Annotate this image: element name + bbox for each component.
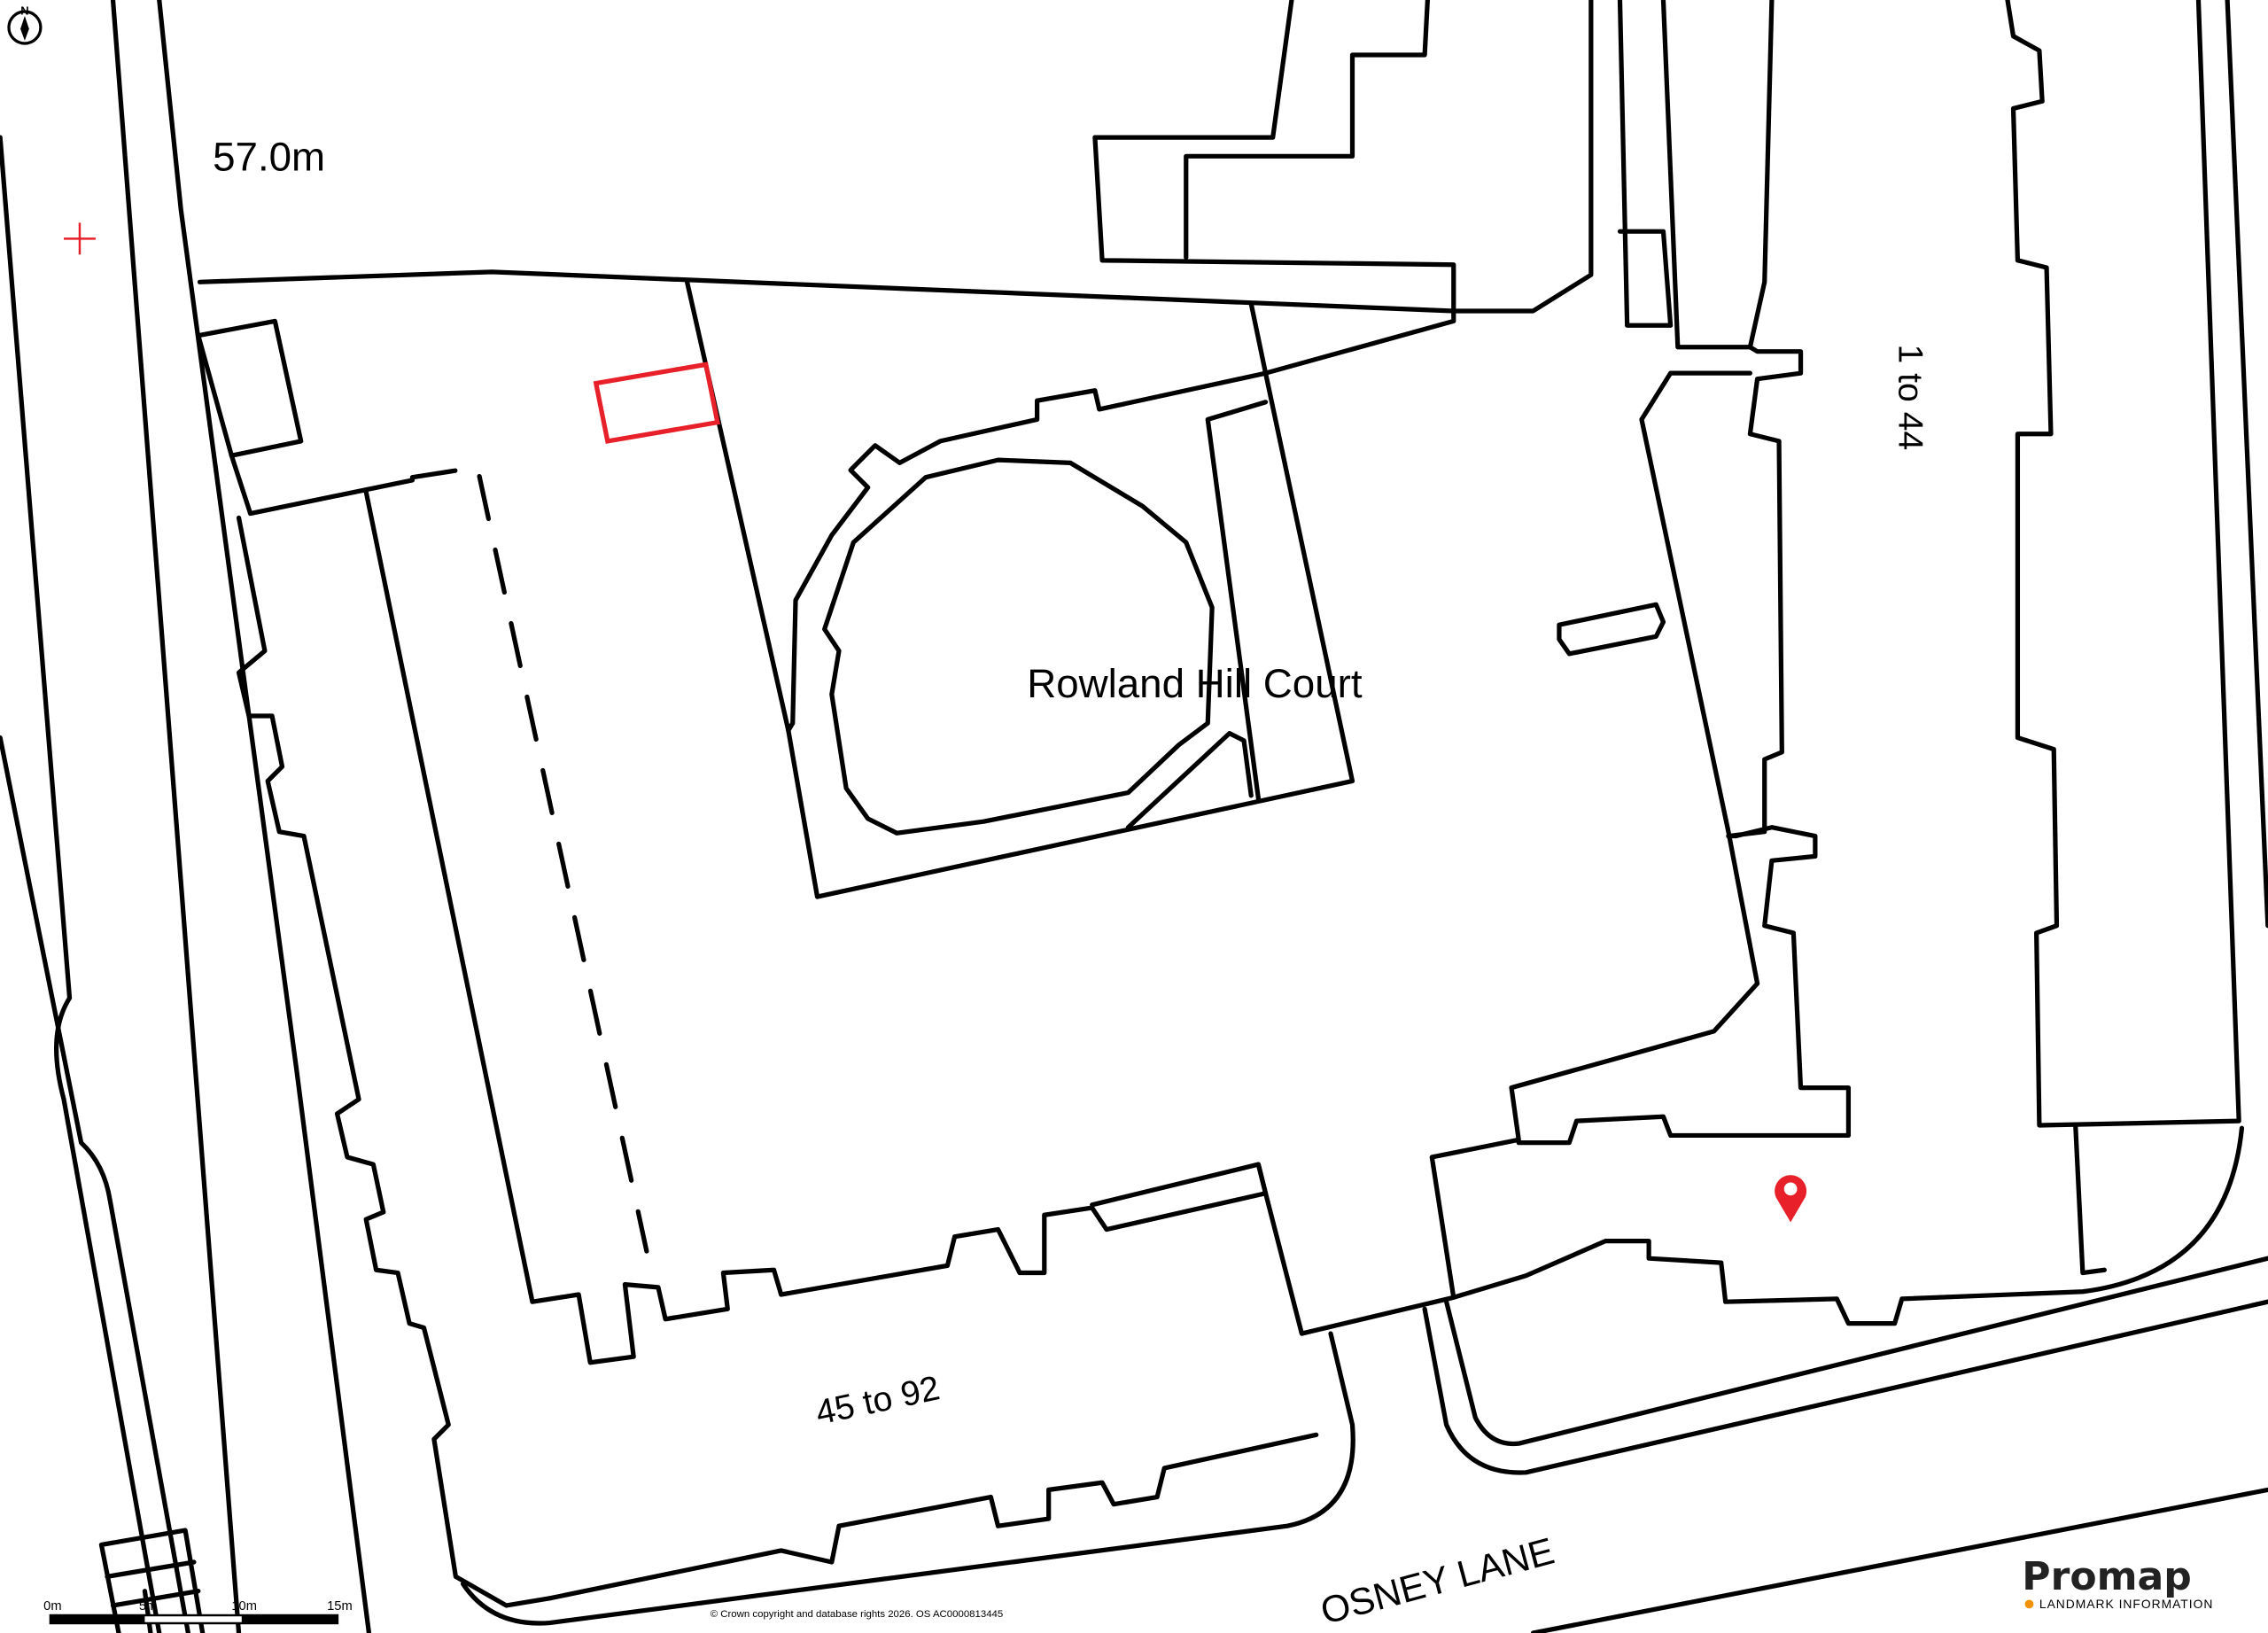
block-south-label: 45 to 92	[812, 1369, 943, 1432]
promap-logo: Promap LANDMARK INFORMATION	[2022, 1554, 2213, 1611]
logo-name: Promap	[2022, 1554, 2191, 1599]
scale-bar: 0m 5m 10m 15m	[43, 1599, 353, 1625]
copyright-notice: © Crown copyright and database rights 20…	[711, 1609, 1004, 1620]
street-label: OSNEY LANE	[1317, 1529, 1558, 1631]
court-label: Rowland Hill Court	[1027, 661, 1363, 706]
survey-cross-icon	[64, 222, 96, 255]
block-east-label: 1 to 44	[1891, 345, 1930, 451]
map-pin-icon[interactable]	[1775, 1175, 1807, 1223]
scale-tick-10: 10m	[231, 1599, 257, 1614]
logo-tagline: LANDMARK INFORMATION	[2039, 1597, 2213, 1611]
scale-tick-0: 0m	[43, 1599, 61, 1614]
site-boundary-highlight[interactable]	[593, 362, 720, 444]
spot-height-label: 57.0m	[213, 135, 325, 180]
north-letter: N	[20, 4, 28, 17]
north-arrow-icon: N	[7, 4, 43, 45]
scale-tick-15: 15m	[327, 1599, 353, 1614]
scale-tick-5: 5m	[139, 1599, 157, 1614]
